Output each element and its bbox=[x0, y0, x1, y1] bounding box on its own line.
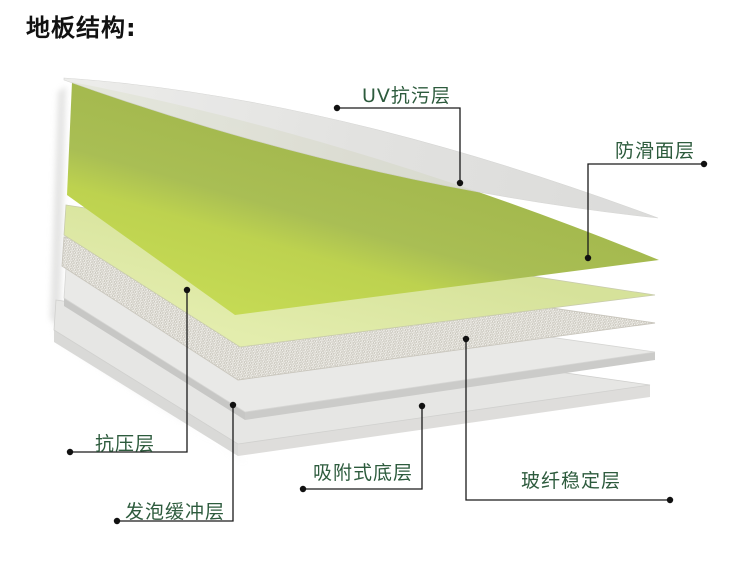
boxian-callout-dot-start bbox=[666, 496, 674, 504]
boxian-callout-dot-end bbox=[462, 335, 470, 343]
kangya-callout-dot-start bbox=[66, 448, 74, 456]
uv-layer-sheet bbox=[63, 77, 659, 219]
kangya-callout-line bbox=[70, 290, 188, 453]
foam-layer-label: 发泡缓冲层 bbox=[125, 501, 226, 523]
fapao-callout-dot-end bbox=[229, 401, 237, 409]
fapao-callout-dot-start bbox=[113, 517, 121, 525]
page-title: 地板结构: bbox=[26, 14, 137, 42]
uv-callout-line bbox=[337, 107, 461, 183]
antislip-layer-label: 防滑面层 bbox=[615, 140, 696, 162]
uv-layer-label: UV抗污层 bbox=[362, 85, 451, 107]
fanghua-callout-dot-start bbox=[700, 160, 708, 168]
fanghua-callout-dot-end bbox=[584, 254, 592, 262]
suction-layer-label: 吸附式底层 bbox=[313, 462, 414, 484]
fapao-callout-line bbox=[117, 405, 234, 522]
uv-callout-dot-end bbox=[456, 179, 464, 187]
xifu-callout-dot-end bbox=[418, 402, 426, 410]
fiberglass-layer-label: 玻纤稳定层 bbox=[521, 470, 622, 492]
shadow-left bbox=[50, 86, 246, 462]
xifu-callout-line bbox=[303, 406, 423, 490]
xifu-callout-dot-start bbox=[299, 485, 307, 493]
antislip-layer-sheet bbox=[67, 82, 659, 315]
compression-layer-label: 抗压层 bbox=[95, 433, 156, 455]
uv-callout-dot-start bbox=[333, 104, 341, 112]
fanghua-callout-line bbox=[587, 163, 704, 258]
boxian-callout-line bbox=[465, 339, 670, 501]
kangya-callout-dot-end bbox=[183, 286, 191, 294]
